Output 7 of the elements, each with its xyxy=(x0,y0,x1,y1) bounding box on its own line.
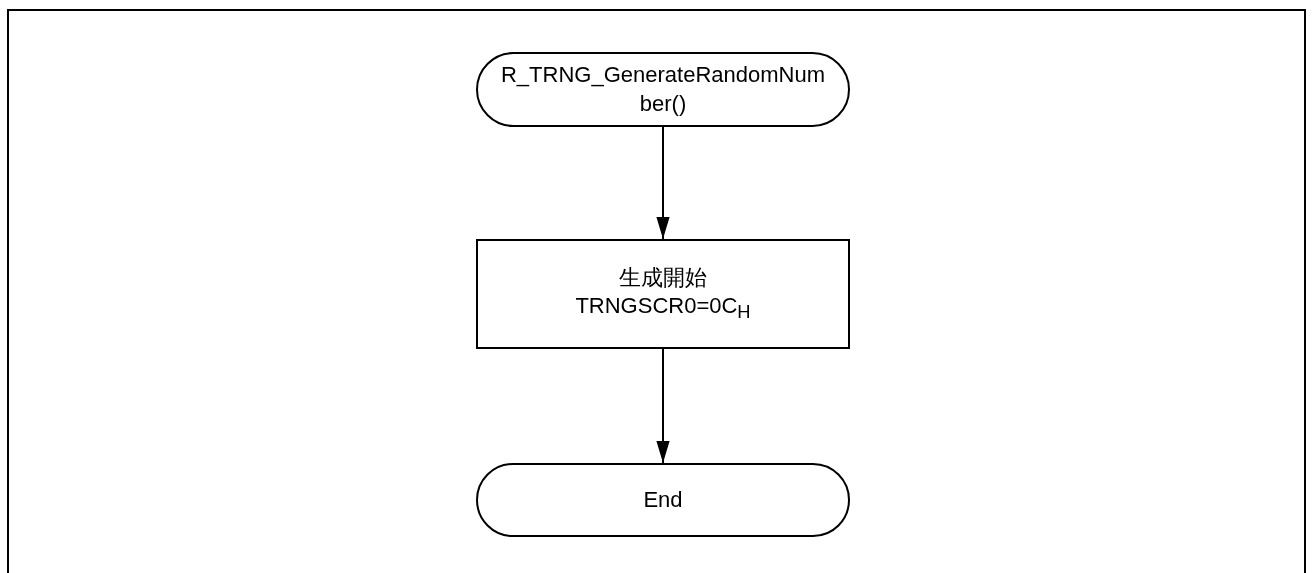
node-label: 生成開始 xyxy=(619,263,707,292)
node-label: R_TRNG_GenerateRandomNumber() xyxy=(500,60,826,118)
process-box xyxy=(476,239,850,349)
node-label: End xyxy=(643,485,683,514)
arrow xyxy=(656,348,670,464)
arrow xyxy=(656,126,670,240)
node-label: TRNGSCR0=0C$_{H}$ xyxy=(575,292,751,325)
